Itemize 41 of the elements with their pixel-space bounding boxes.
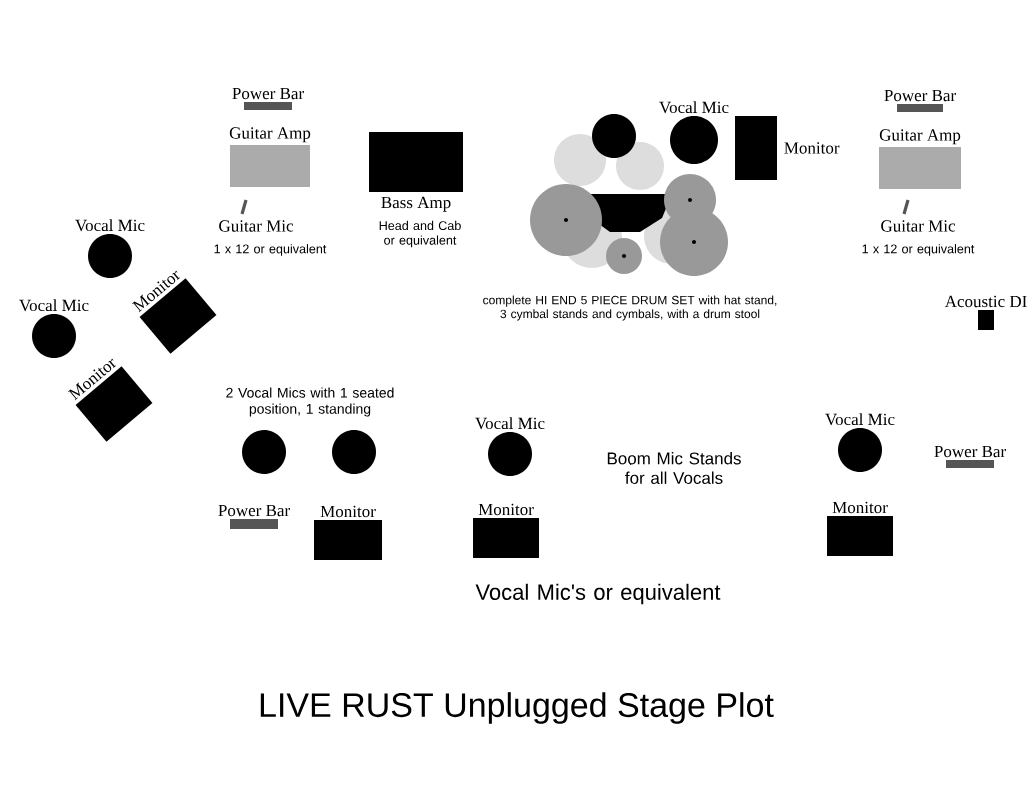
power-bar: Power Bar	[232, 87, 304, 110]
node-label: Guitar Amp	[879, 129, 961, 145]
node-label: Acoustic DI	[944, 295, 1027, 308]
vocal-mic: Vocal Mic	[75, 219, 145, 278]
power-bar: Power Bar	[218, 504, 290, 529]
node-label: Vocal Mic	[659, 101, 729, 114]
mic-note: Vocal Mic's or equivalent	[475, 583, 721, 605]
mic-stand-note: Boom Mic Stands for all Vocals	[607, 452, 741, 484]
node-label: Vocal Mic	[475, 417, 545, 430]
node-label: Monitor	[478, 503, 534, 516]
vocal-mic: Vocal Mic	[475, 417, 545, 476]
node-label: Power Bar	[884, 89, 956, 102]
guitar-amp: Guitar Amp	[879, 129, 961, 189]
vocal-mic	[242, 430, 286, 474]
bass-amp: Bass Amp	[369, 132, 463, 212]
monitor-wedge: Monitor	[827, 501, 893, 556]
monitor-wedge: Monitor	[314, 505, 382, 560]
node-label: Power Bar	[218, 504, 290, 517]
node-label: Monitor	[784, 142, 840, 154]
power-bar: Power Bar	[884, 89, 956, 112]
node-label: Guitar Amp	[229, 127, 311, 143]
node-label: Vocal Mic	[19, 299, 89, 312]
node-label: Vocal Mic	[825, 413, 895, 426]
guitar-mic: Guitar Mic	[881, 199, 956, 232]
monitor-wedge: Monitor	[473, 503, 539, 558]
node-label: Monitor	[832, 501, 888, 514]
title: LIVE RUST Unplugged Stage Plot	[260, 692, 774, 724]
vocal-mic: Vocal Mic	[825, 413, 895, 472]
vocal-mic	[332, 430, 376, 474]
node-label: Power Bar	[934, 445, 1006, 458]
guitar-amp: Guitar Amp	[229, 127, 311, 187]
node-label: Monitor	[320, 505, 376, 518]
di-box: Acoustic DI	[944, 295, 1027, 330]
node-label: Vocal Mic	[75, 219, 145, 232]
monitor-wedge: Monitor	[735, 116, 840, 180]
node-label: Power Bar	[232, 87, 304, 100]
guitar-mic: Guitar Mic	[219, 199, 294, 232]
vocal-mic: Vocal Mic	[659, 101, 729, 164]
vocal-mic: Vocal Mic	[19, 299, 89, 358]
power-bar: Power Bar	[934, 445, 1006, 468]
node-label: Bass Amp	[381, 196, 451, 212]
